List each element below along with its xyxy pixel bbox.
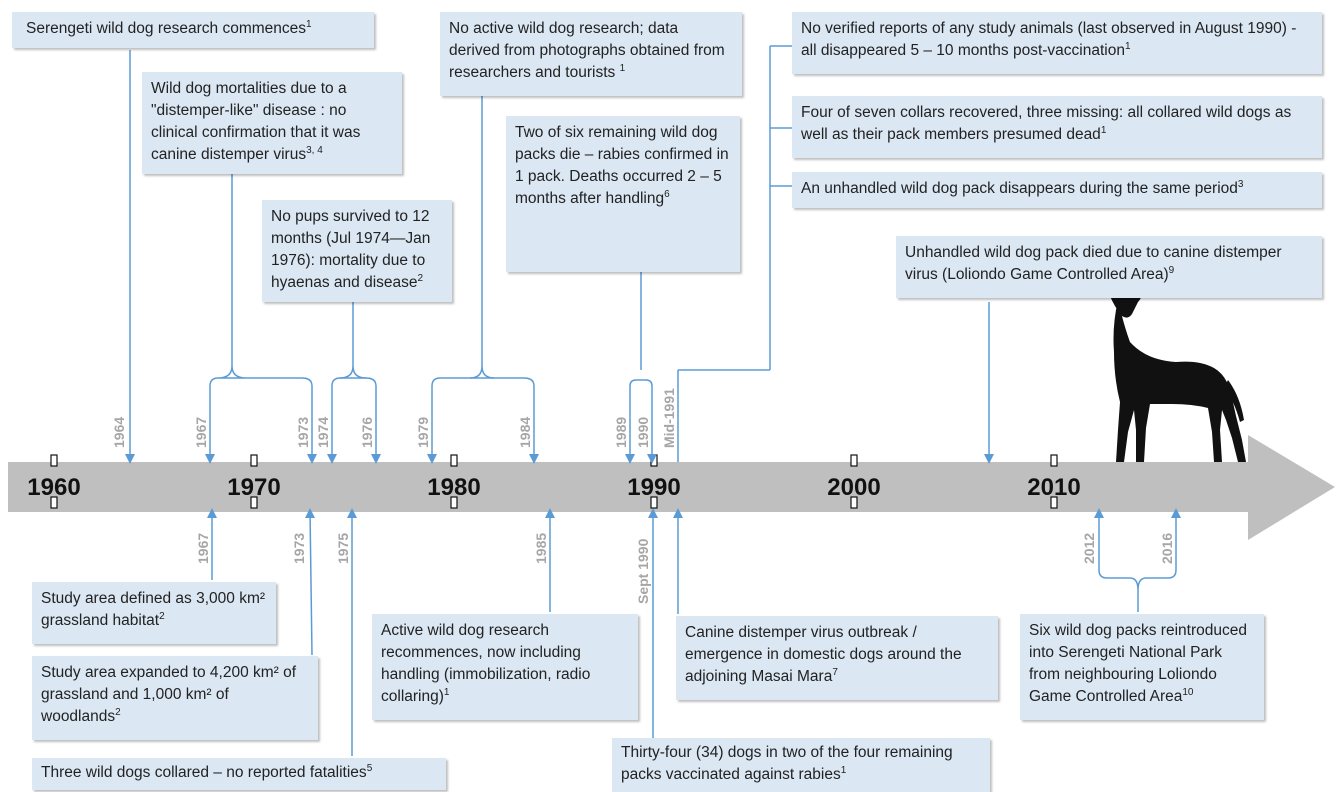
year-label: 2012 <box>1081 533 1097 564</box>
year-label: 1967 <box>193 417 209 448</box>
event-box-b1967: Study area defined as 3,000 km² grasslan… <box>32 582 276 644</box>
reference-superscript: 3 <box>1237 178 1244 190</box>
year-label: Mid-1991 <box>661 388 677 448</box>
event-box-b1975: Three wild dogs collared – no reported f… <box>32 758 446 790</box>
reference-superscript: 7 <box>832 666 838 678</box>
connector-1967-1973-bracket <box>209 365 313 462</box>
event-box-1974-1976: No pups survived to 12 months (Jul 1974—… <box>262 200 452 302</box>
year-label: 1976 <box>359 417 375 448</box>
connectors <box>129 45 1177 756</box>
event-text: No active wild dog research; data derive… <box>449 20 725 81</box>
event-text: No pups survived to 12 months (Jul 1974—… <box>271 208 431 291</box>
year-label: 2016 <box>1159 533 1175 564</box>
decade-tick-mark <box>1050 454 1058 467</box>
connector-1979-1984-notch <box>469 365 495 379</box>
event-text: Active wild dog research recommences, no… <box>381 622 591 705</box>
event-text: Study area expanded to 4,200 km² of gras… <box>41 664 297 725</box>
reference-superscript: 1 <box>840 764 847 776</box>
reference-superscript: 2 <box>417 272 424 284</box>
year-label: 1964 <box>111 417 127 448</box>
event-text: Six wild dog packs reintroduced into Ser… <box>1029 622 1247 705</box>
event-box-b1990sept: Thirty-four (34) dogs in two of the four… <box>612 738 990 792</box>
event-text: An unhandled wild dog pack disappears du… <box>801 180 1238 197</box>
decade-tick-mark <box>650 496 658 509</box>
event-box-mid1991-c: An unhandled wild dog pack disappears du… <box>792 172 1322 208</box>
reference-superscript: 2 <box>115 706 121 718</box>
reference-superscript: 6 <box>664 188 670 200</box>
event-box-2007: Unhandled wild dog pack died due to cani… <box>896 236 1322 298</box>
event-box-mid1991-b: Four of seven collars recovered, three m… <box>792 96 1322 158</box>
decade-tick-mark <box>850 496 858 509</box>
event-box-mid1991-a: No verified reports of any study animals… <box>792 12 1322 74</box>
year-labels: 1964 1967 1973 1974 1976 1979 1984 1989 … <box>111 388 1175 604</box>
event-box-1967-1973: Wild dog mortalities due to a "distemper… <box>142 72 402 174</box>
event-text: Three wild dogs collared – no reported f… <box>41 764 367 781</box>
decade-tick-mark <box>50 496 58 509</box>
event-text: No verified reports of any study animals… <box>801 20 1297 59</box>
decade-label: 1990 <box>627 474 680 501</box>
event-box-b1973: Study area expanded to 4,200 km² of gras… <box>32 656 318 740</box>
decade-tick-mark <box>250 496 258 509</box>
event-box-1989-1990: Two of six remaining wild dog packs die … <box>506 116 740 272</box>
reference-superscript: 5 <box>366 762 373 774</box>
year-label: 1984 <box>517 417 533 448</box>
event-text: Four of seven collars recovered, three m… <box>801 104 1292 143</box>
reference-superscript: 2 <box>159 610 165 622</box>
reference-superscript: 3, 4 <box>306 144 323 156</box>
year-label: 1985 <box>533 533 549 564</box>
reference-superscript: 1 <box>619 62 626 74</box>
event-box-1964: Serengeti wild dog research commences1 <box>12 12 374 48</box>
connector-1974-1976-bracket <box>331 377 377 462</box>
event-box-b2012-2016: Six wild dog packs reintroduced into Ser… <box>1020 614 1264 720</box>
event-box-1979-1984: No active wild dog research; data derive… <box>440 12 742 96</box>
reference-superscript: 1 <box>306 18 312 30</box>
decade-tick-mark <box>850 454 858 467</box>
connector-arrowheads <box>125 454 1181 518</box>
decade-label: 2010 <box>1027 474 1080 501</box>
year-label: 1990 <box>635 417 651 448</box>
event-text: Canine distemper virus outbreak / emerge… <box>685 624 962 685</box>
event-text: Unhandled wild dog pack died due to cani… <box>905 244 1282 283</box>
connector-b1973 <box>309 509 313 656</box>
decade-label: 1970 <box>227 474 280 501</box>
decade-tick-mark <box>450 454 458 467</box>
event-box-b1991: Canine distemper virus outbreak / emerge… <box>676 616 998 700</box>
connector-1979-1984-bracket <box>431 377 535 462</box>
connector-1974-1976-notch <box>339 365 367 379</box>
year-label: 1967 <box>195 533 211 564</box>
reference-superscript: 1 <box>443 686 450 698</box>
event-box-b1985: Active wild dog research recommences, no… <box>372 614 638 720</box>
reference-superscript: 1 <box>1124 40 1131 52</box>
reference-superscript: 10 <box>1182 686 1194 698</box>
year-label: 1973 <box>291 533 307 564</box>
reference-superscript: 1 <box>1100 124 1107 136</box>
decade-ticks: 1960 1970 1980 1990 2000 2010 <box>27 454 1081 509</box>
event-text: Two of six remaining wild dog packs die … <box>515 124 729 207</box>
decade-label: 1980 <box>427 474 480 501</box>
decade-label: 1960 <box>27 474 80 501</box>
year-label: 1974 <box>315 417 331 448</box>
decade-tick-mark <box>450 496 458 509</box>
decade-label: 2000 <box>827 474 880 501</box>
year-label: 1975 <box>335 533 351 564</box>
decade-tick-mark <box>1050 496 1058 509</box>
decade-tick-mark <box>50 454 58 467</box>
year-label: 1973 <box>295 417 311 448</box>
year-label: 1989 <box>613 417 629 448</box>
event-text: Wild dog mortalities due to a "distemper… <box>151 80 361 163</box>
decade-tick-mark <box>250 454 258 467</box>
event-text: Thirty-four (34) dogs in two of the four… <box>621 744 953 783</box>
year-label: 1979 <box>415 417 431 448</box>
connector-1989-1990-bracket <box>629 379 653 462</box>
event-text: Serengeti wild dog research commences <box>26 20 306 37</box>
timeline-axis-arrow <box>8 435 1335 540</box>
year-label: Sept 1990 <box>635 538 651 604</box>
event-text: Study area defined as 3,000 km² grasslan… <box>41 590 266 629</box>
reference-superscript: 9 <box>1168 264 1175 276</box>
